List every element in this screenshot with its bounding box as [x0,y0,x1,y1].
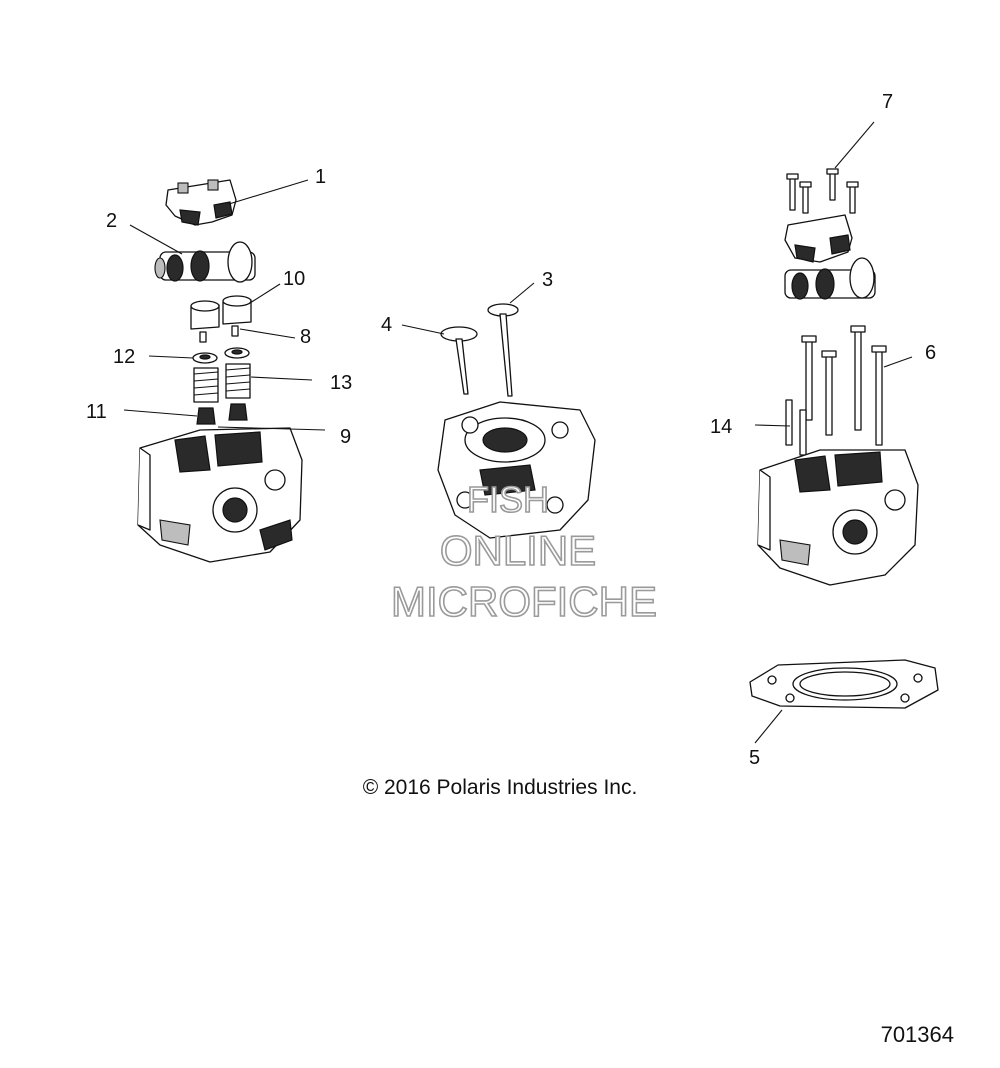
callout-8: 8 [300,326,311,348]
watermark-line-2: ONLINE [440,527,596,574]
callout-12: 12 [113,346,135,368]
head-bolt-icon [801,325,887,446]
watermark-line-1: FISH [467,479,549,520]
valve-keeper-icon [199,325,239,343]
callout-7: 7 [882,91,893,113]
exhaust-valve-icon [487,303,519,397]
callout-5: 5 [749,747,760,769]
cam-cap-housing-icon [165,179,237,226]
drawing-number: 701364 [880,1022,954,1047]
callout-9: 9 [340,426,351,448]
callout-10: 10 [283,268,305,290]
bolt-icon [786,168,859,214]
camshaft-icon [784,257,876,300]
callout-labels: 1 2 3 4 5 6 7 8 9 10 11 12 13 14 [86,91,936,769]
callout-6: 6 [925,342,936,364]
spring-retainer-icon [192,347,250,364]
tappet-icon [190,295,252,330]
spring-icon [193,363,251,403]
left-assembly [123,179,326,563]
gasket-icon [749,659,939,709]
watermark-line-3: MICROFICHE [391,578,657,625]
center-assembly [401,282,596,539]
callout-4: 4 [381,314,392,336]
callout-1: 1 [315,166,326,188]
callout-14: 14 [710,416,732,438]
dowel-pin-icon [785,399,807,456]
cam-cap-housing-icon [784,214,853,263]
intake-valve-icon [440,326,478,395]
valve-seal-icon [196,403,248,425]
cylinder-head-icon [757,449,919,586]
camshaft-icon [154,241,256,283]
callout-3: 3 [542,269,553,291]
callout-11: 11 [86,401,107,423]
right-assembly [749,121,939,744]
watermark: FISH ONLINE MICROFICHE [390,478,658,626]
copyright-notice: © 2016 Polaris Industries Inc. [362,776,638,799]
cylinder-head-icon [137,427,303,563]
callout-2: 2 [106,210,117,232]
cylinder-head-icon [437,401,596,539]
callout-13: 13 [330,372,352,394]
